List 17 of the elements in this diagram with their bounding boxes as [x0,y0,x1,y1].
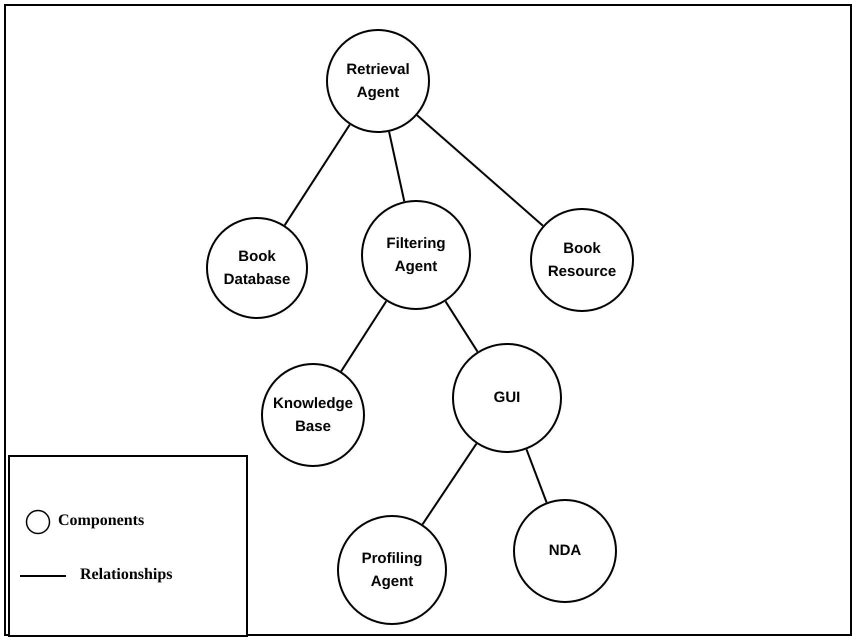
connector-line [340,300,388,372]
connector-line [422,443,478,525]
node-label: Filtering Agent [385,234,447,277]
node-label: GUI [492,388,522,408]
node-label: NDA [548,541,582,562]
connector-line [416,114,544,226]
node-label: Book Database [222,246,292,290]
node-label: Knowledge Base [273,394,353,437]
connector-line [444,300,478,352]
node-label: Retrieval Agent [345,60,411,103]
connector-line [284,124,351,226]
node-label: Profiling Agent [360,548,424,592]
legend-label: Relationships [80,566,172,584]
connector-line [388,132,406,202]
legend-label: Components [58,512,144,530]
node-label: Book Resource [546,238,618,282]
connector-line [526,449,548,503]
